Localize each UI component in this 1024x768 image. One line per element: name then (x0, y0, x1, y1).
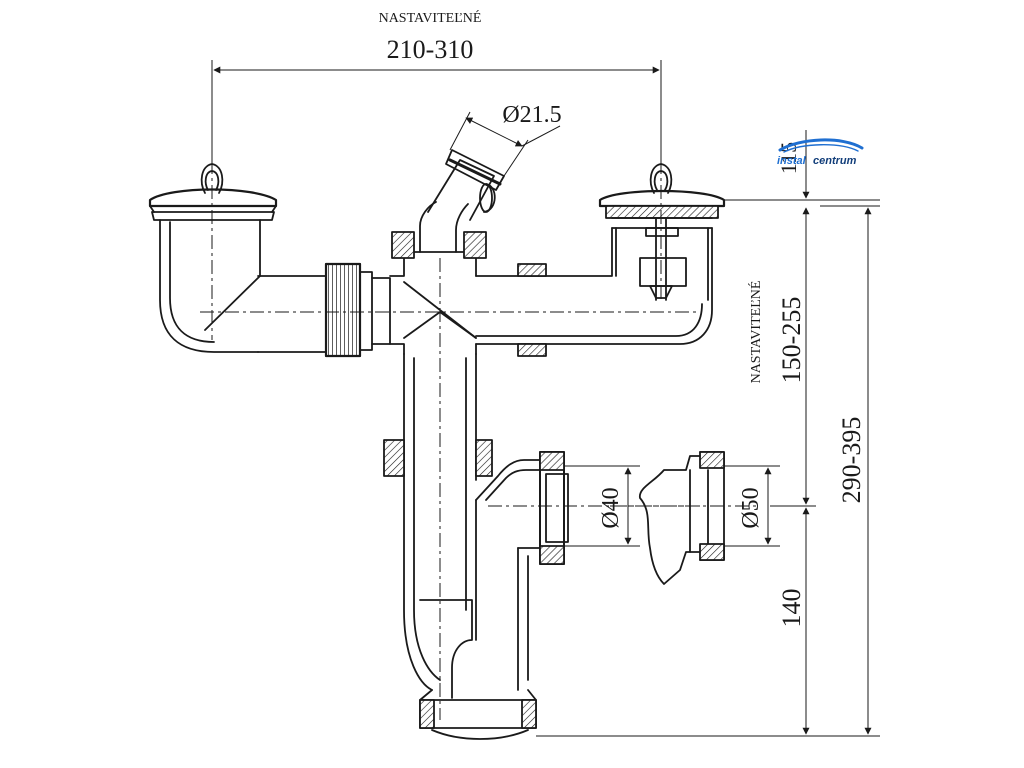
logo-text-centrum: centrum (813, 155, 857, 167)
adjustable-label-top: NASTAVITEĽNÉ (379, 9, 482, 26)
dimension-lines (211, 60, 880, 737)
overflow-stem (419, 149, 505, 253)
overflow-diameter-label: Ø21.5 (502, 102, 561, 128)
adjustable-label-side: NASTAVITEĽNÉ (747, 281, 764, 384)
central-tee (383, 231, 493, 699)
logo-text-instal: instal (777, 155, 807, 167)
upper-height-range-label: 150-255 (777, 297, 806, 384)
total-height-range-label: 290-395 (837, 417, 866, 504)
bottom-trap-cup (419, 689, 537, 740)
left-strainer (148, 163, 278, 353)
centerlines (200, 160, 760, 720)
outlet-branch (475, 451, 569, 691)
left-horizontal-arm (257, 275, 331, 353)
outlet-height-label: 140 (777, 589, 806, 628)
right-strainer (598, 163, 726, 301)
width-range-label: 210-310 (387, 35, 474, 64)
outlet-diameter-50-label: Ø50 (738, 487, 764, 528)
outlet-diameter-40-label: Ø40 (598, 487, 624, 528)
logo-arc-icon (778, 138, 864, 152)
instalcentrum-logo: instal centrum (777, 138, 864, 167)
left-slip-nut (324, 262, 391, 358)
outlet-adapter-d50 (639, 451, 725, 585)
right-horizontal-arm (475, 227, 713, 357)
